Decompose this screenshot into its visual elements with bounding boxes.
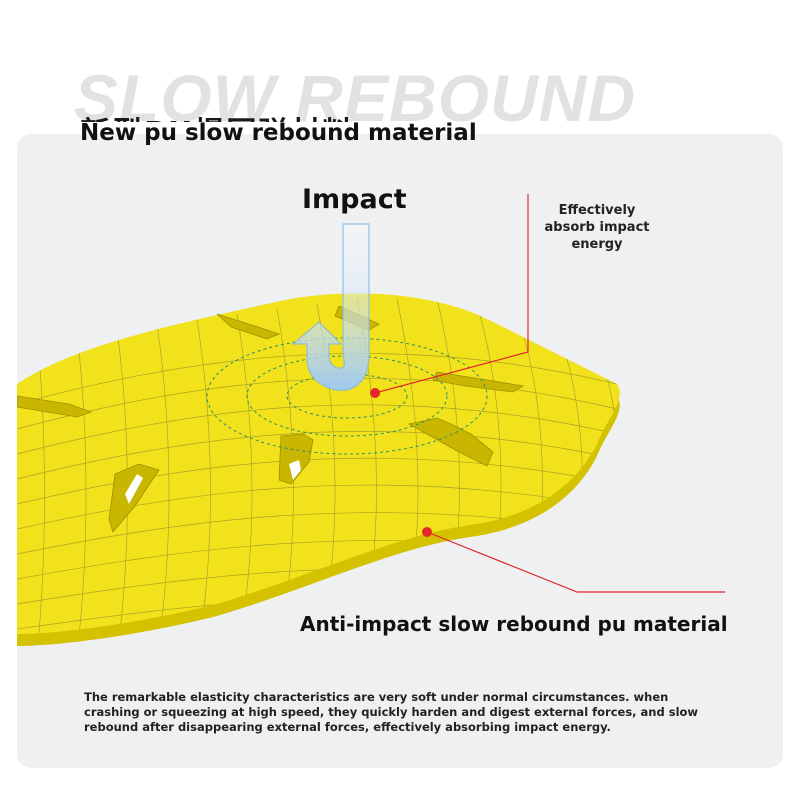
pad-illustration — [17, 194, 725, 646]
watermark-title: SLOW REBOUND — [74, 61, 636, 135]
material-dot — [422, 527, 432, 537]
material-label: Anti-impact slow rebound pu material — [300, 612, 728, 636]
impact-dot — [370, 388, 380, 398]
impact-label: Impact — [302, 184, 407, 215]
chinese-title: 新型PU慢回弹材料 — [80, 108, 354, 122]
impact-arrow-icon — [291, 223, 370, 391]
absorb-label: Effectively absorb impact energy — [544, 203, 650, 252]
description-text: The remarkable elasticity characteristic… — [84, 690, 699, 734]
product-card — [17, 134, 783, 768]
vent-slot-highlights — [125, 460, 301, 504]
heading: New pu slow rebound material — [80, 120, 477, 146]
leader-lines — [374, 194, 725, 593]
